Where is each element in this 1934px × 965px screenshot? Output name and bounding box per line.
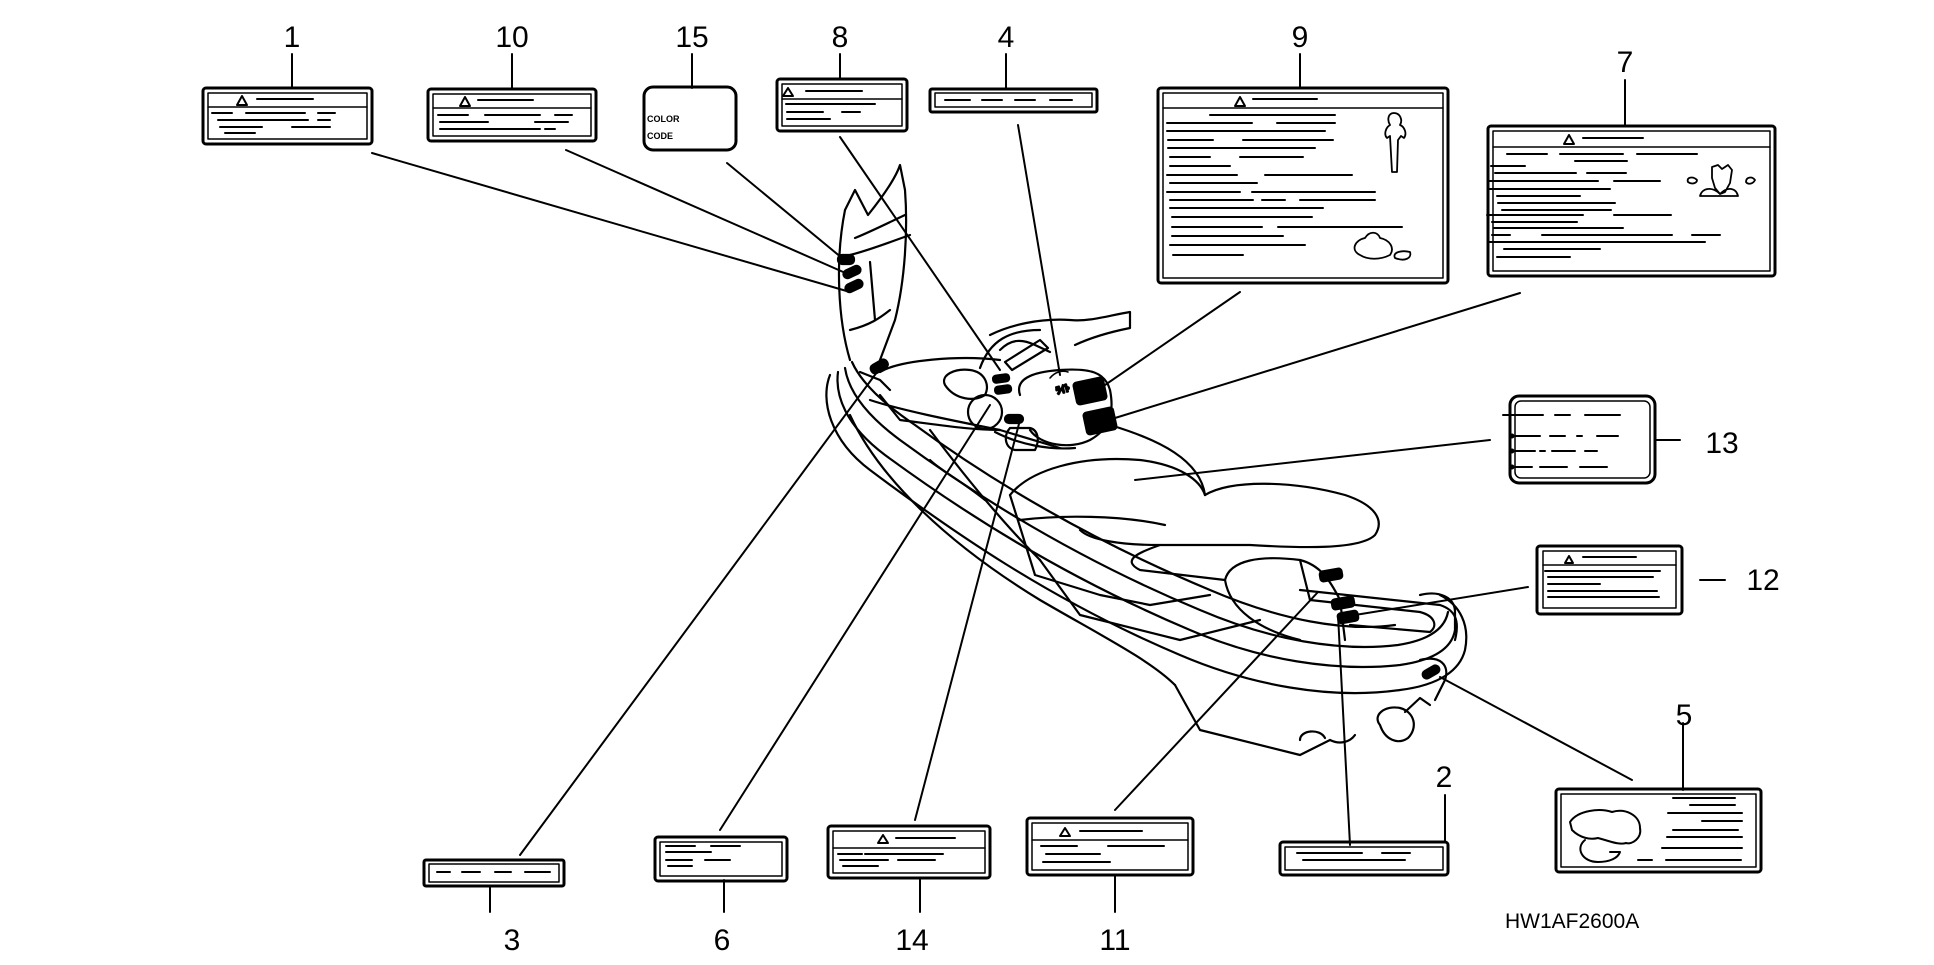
label-callout-1[interactable]: 1 <box>201 21 374 146</box>
warning-triangle-icon <box>1059 827 1071 837</box>
leader-line-12 <box>1354 586 1529 616</box>
label-callout-10[interactable]: 10 <box>426 21 598 143</box>
callout-number: 4 <box>998 21 1015 54</box>
label-callout-3[interactable]: 3 <box>422 858 566 957</box>
warning-triangle-icon <box>877 834 889 844</box>
label-callout-14[interactable]: 14 <box>826 824 992 957</box>
leader-line-3 <box>519 367 881 856</box>
callout-number: 12 <box>1746 564 1779 597</box>
label-callout-12[interactable]: 12 <box>1535 544 1780 616</box>
rider-pictogram-icon <box>1569 809 1642 863</box>
leader-line-10 <box>565 149 851 276</box>
label-callout-4[interactable]: 4 <box>928 21 1099 114</box>
callout-number: 1 <box>284 21 301 54</box>
label-callout-15[interactable]: 15 COLOR CODE <box>642 21 738 152</box>
callout-number: 2 <box>1436 761 1453 794</box>
callout-number: 14 <box>895 924 928 957</box>
callout-number: 8 <box>832 21 849 54</box>
leader-line-2 <box>1337 614 1351 846</box>
label-callout-13[interactable]: 13 <box>1502 394 1739 485</box>
drawing-code: HW1AF2600A <box>1505 910 1639 933</box>
svg-text:ﾗｲﾄ: ﾗｲﾄ <box>1055 383 1071 396</box>
leader-line-9 <box>1104 291 1241 386</box>
person-silhouette-icon <box>1384 112 1407 173</box>
warning-triangle-icon <box>1564 555 1574 564</box>
leader-line-1 <box>371 152 851 293</box>
label-callout-9[interactable]: 9 <box>1156 21 1450 285</box>
leader-line-8 <box>839 136 1001 371</box>
leader-line-6 <box>719 404 991 831</box>
callout-number: 13 <box>1705 427 1738 460</box>
leader-lines <box>371 124 1633 856</box>
leader-line-5 <box>1439 676 1633 781</box>
label-callout-5[interactable]: 5 <box>1554 699 1763 874</box>
warning-triangle-icon <box>459 96 471 107</box>
callout-number: 3 <box>504 924 521 957</box>
callout-number: 9 <box>1292 21 1309 54</box>
label-callout-6[interactable]: 6 <box>653 835 789 957</box>
label-callout-2[interactable]: 2 <box>1278 761 1453 877</box>
watercraft-pictogram-icon <box>1353 231 1412 261</box>
color-code-text-1: COLOR <box>647 114 680 124</box>
label-callout-7[interactable]: 7 <box>1486 46 1777 278</box>
label-callout-8[interactable]: 8 <box>775 21 909 133</box>
warning-triangle-icon <box>782 87 794 97</box>
callout-number: 5 <box>1676 699 1693 732</box>
leader-line-15 <box>726 162 843 259</box>
leader-line-14 <box>914 419 1021 821</box>
leader-line-13 <box>1134 439 1491 481</box>
callout-number: 6 <box>714 924 731 957</box>
leader-line-4 <box>1017 124 1061 376</box>
color-code-text-2: CODE <box>647 131 673 141</box>
callout-number: 15 <box>675 21 708 54</box>
bullet-icons <box>1509 433 1515 470</box>
callout-number: 7 <box>1617 46 1634 79</box>
leader-line-11 <box>1114 591 1319 811</box>
warning-triangle-icon <box>1234 96 1246 107</box>
warning-triangle-icon <box>1563 134 1575 145</box>
watercraft-drawing: ﾗｲﾄ <box>825 163 1468 757</box>
callout-number: 10 <box>495 21 528 54</box>
callout-number: 11 <box>1099 924 1130 957</box>
person-splash-icon <box>1686 164 1756 197</box>
leader-line-7 <box>1114 292 1521 419</box>
warning-triangle-icon <box>236 95 248 106</box>
label-callout-11[interactable]: 11 <box>1025 816 1195 957</box>
